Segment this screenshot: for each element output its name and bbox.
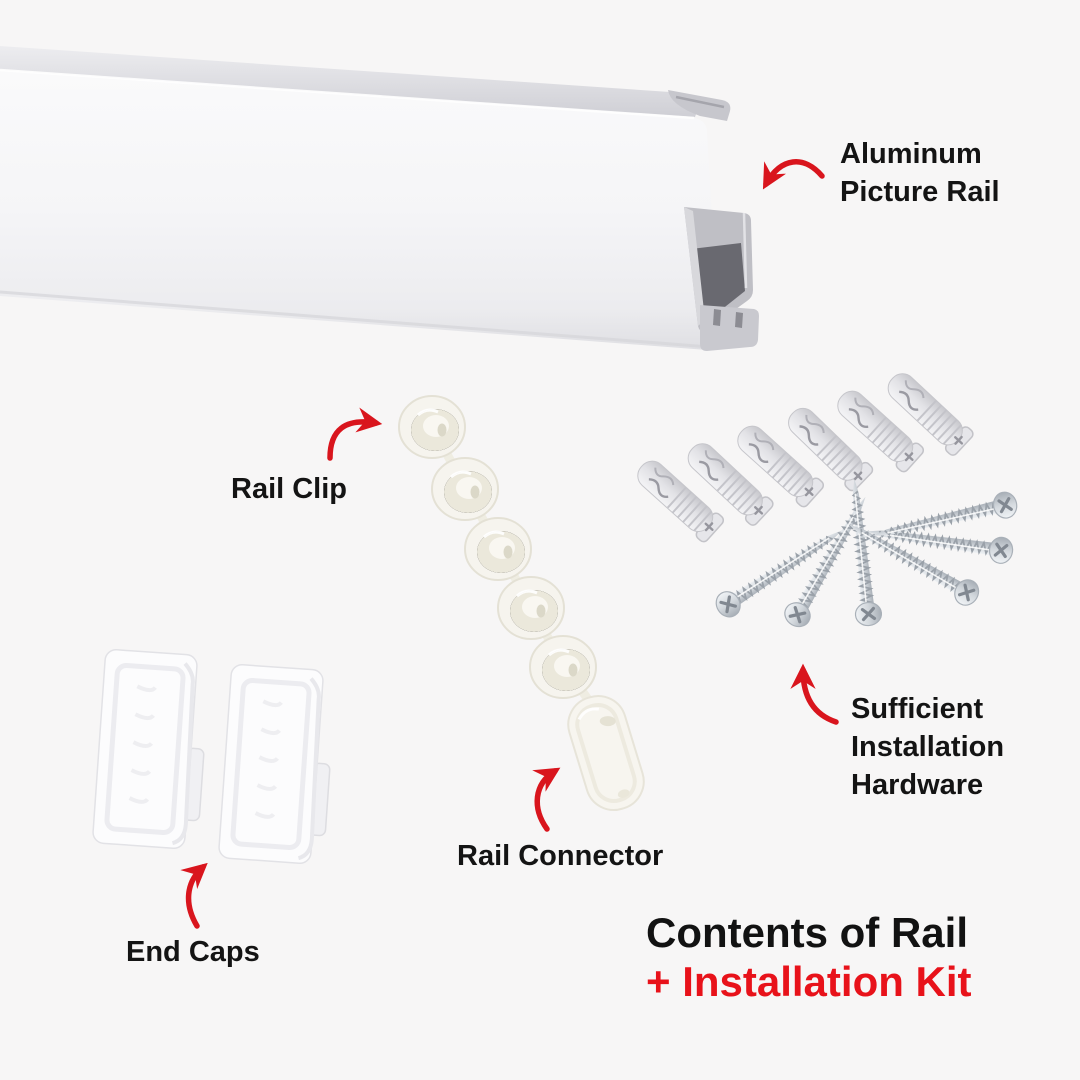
aluminum-rail-label-line2: Picture Rail [840,176,1000,208]
screw [839,475,885,629]
rail-connector-image [567,695,645,811]
kit-title-line1: Contents of Rail [646,909,968,956]
rail-clip-chain-image [397,394,598,705]
arrow-to-rail-icon [762,159,825,190]
rail-clip [463,516,533,582]
arrow-to-rail-connector-icon [532,767,561,832]
arrow-to-rail-clip-icon [327,407,383,461]
rail-clip [496,575,566,641]
hardware-label-line3: Hardware [851,769,984,801]
hardware-label-line1: Sufficient [851,693,984,725]
rail-clip-label: Rail Clip [231,473,348,505]
rail-clip [430,456,500,522]
aluminum-rail-label-line1: Aluminum [840,138,982,170]
wall-anchors-image [629,365,977,545]
kit-title: Contents of Rail + Installation Kit [646,908,972,1006]
end-caps-image [92,649,336,865]
rail-clip [397,394,467,460]
rail-clip [528,634,598,700]
kit-title-line2: + Installation Kit [646,958,972,1005]
end-cap [92,649,210,850]
arrow-to-end-caps-icon [180,862,208,929]
arrow-to-hardware-icon [790,663,839,725]
end-cap [218,664,336,865]
hardware-label-line2: Installation [851,731,1005,763]
aluminum-rail-label: Aluminum Picture Rail [840,135,1000,211]
end-caps-label: End Caps [126,936,260,968]
aluminum-picture-rail-image [0,46,759,351]
rail-connector-label: Rail Connector [457,840,664,872]
hardware-label: Sufficient Installation Hardware [851,690,1004,804]
